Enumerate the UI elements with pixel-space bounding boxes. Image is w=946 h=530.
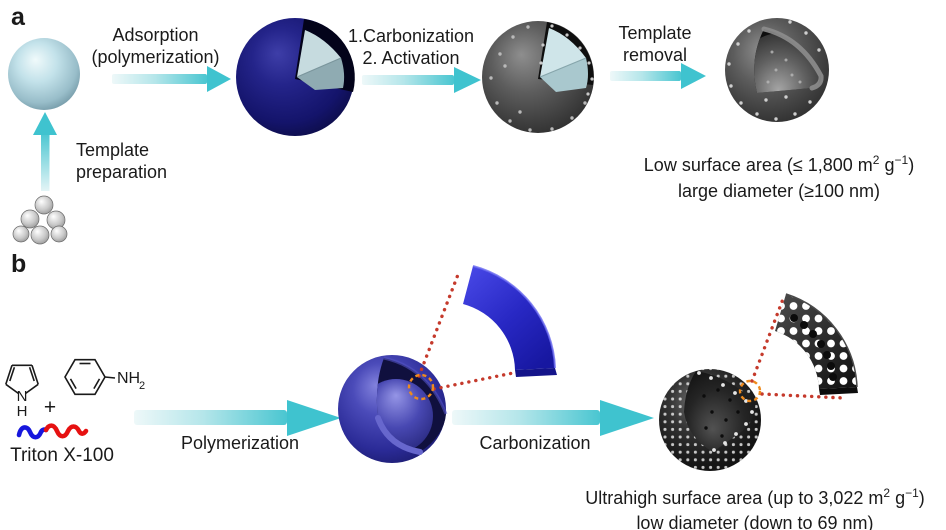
pyrrole-n-label: N [17, 388, 28, 405]
silica-template-cluster [12, 195, 68, 245]
pyrrole-structure: N H [5, 364, 39, 420]
rim-dots [539, 24, 594, 96]
adsorption-line2: (polymerization) [91, 47, 220, 67]
aniline-structure: NH 2 [64, 358, 145, 396]
caption-a-sup1: 2 [872, 153, 880, 167]
caption-b-sup1: 2 [883, 486, 891, 500]
template-sphere [8, 38, 80, 110]
polymer-shell-magnified [463, 265, 557, 377]
caption-a-line1: Low surface area (≤ 1,800 m2 g−1) [611, 147, 946, 178]
caption-a-text: Low surface area (≤ 1,800 m [643, 155, 873, 175]
adsorption-line1: Adsorption [112, 25, 199, 45]
polymer-coated-sphere [236, 18, 355, 136]
carbonization-line1: 1.Carbonization [347, 26, 475, 46]
caption-b-sup2: −1 [905, 486, 919, 500]
porous-shell-magnified [775, 293, 858, 395]
rim-dots [697, 371, 754, 452]
aniline-nh-label: NH [117, 370, 140, 387]
panel-a-label: a [11, 3, 25, 31]
polymerization-step-label: Polymerization [180, 433, 300, 453]
triton-x100-label: Triton X-100 [10, 445, 114, 466]
cavity-dots [766, 50, 802, 84]
ultrahigh-surface-area-caption: Ultrahigh surface area (up to 3,022 m2 g… [557, 481, 946, 530]
template-removal-step-label: Template removal [603, 22, 707, 66]
porous-carbon-sphere [659, 369, 761, 471]
template-removal-line1: Template [618, 23, 692, 43]
carbonization-step-label: Carbonization [479, 433, 591, 453]
polymerization-arrow [134, 400, 341, 436]
triton-surfactant-squiggle [16, 423, 89, 440]
highlight-circle [738, 379, 762, 403]
aniline-sub-label: 2 [139, 380, 145, 392]
cavity-pore-dots [702, 388, 740, 438]
caption-b-line2: low diameter (down to 69 nm) [636, 513, 874, 530]
pore-dots [489, 25, 587, 132]
caption-a-suffix: ) [908, 155, 915, 175]
caption-b-suffix: ) [918, 488, 925, 508]
caption-a-line2: large diameter (≥100 nm) [678, 181, 880, 201]
caption-b-mid: g [890, 488, 906, 508]
template-removal-line2: removal [622, 45, 688, 65]
hollow-carbon-sphere [725, 18, 829, 122]
adsorption-step-label: Adsorption (polymerization) [78, 24, 233, 68]
magnifier-callout-carbon [738, 297, 845, 403]
activated-carbon-sphere-with-template [482, 21, 594, 133]
shell-inner-holes [790, 314, 837, 381]
adsorption-arrow [112, 66, 231, 92]
template-preparation-line2: preparation [76, 162, 168, 182]
caption-a-mid: g [879, 155, 895, 175]
plus-sign: + [44, 396, 56, 419]
pyrrole-h-label: H [17, 403, 28, 420]
carbonization-activation-step-label: 1.Carbonization 2. Activation [336, 25, 486, 69]
pore-dots [727, 20, 821, 121]
template-preparation-arrow [33, 112, 57, 191]
low-surface-area-caption: Low surface area (≤ 1,800 m2 g−1) large … [611, 147, 946, 204]
caption-b-line1: Ultrahigh surface area (up to 3,022 m2 g… [557, 481, 946, 511]
hollow-polymer-sphere [338, 355, 448, 463]
caption-a-sup2: −1 [894, 153, 909, 167]
template-preparation-line1: Template [76, 140, 150, 160]
template-preparation-label: Template preparation [76, 139, 167, 183]
caption-b-text: Ultrahigh surface area (up to 3,022 m [585, 488, 884, 508]
carbonization-activation-arrow [362, 67, 481, 93]
magnifier-callout-polymer [407, 270, 520, 401]
panel-b-label: b [11, 250, 27, 278]
template-removal-arrow [610, 63, 706, 89]
highlight-circle [407, 373, 435, 401]
activation-line2: 2. Activation [362, 48, 460, 68]
carbonization-arrow [452, 400, 654, 436]
